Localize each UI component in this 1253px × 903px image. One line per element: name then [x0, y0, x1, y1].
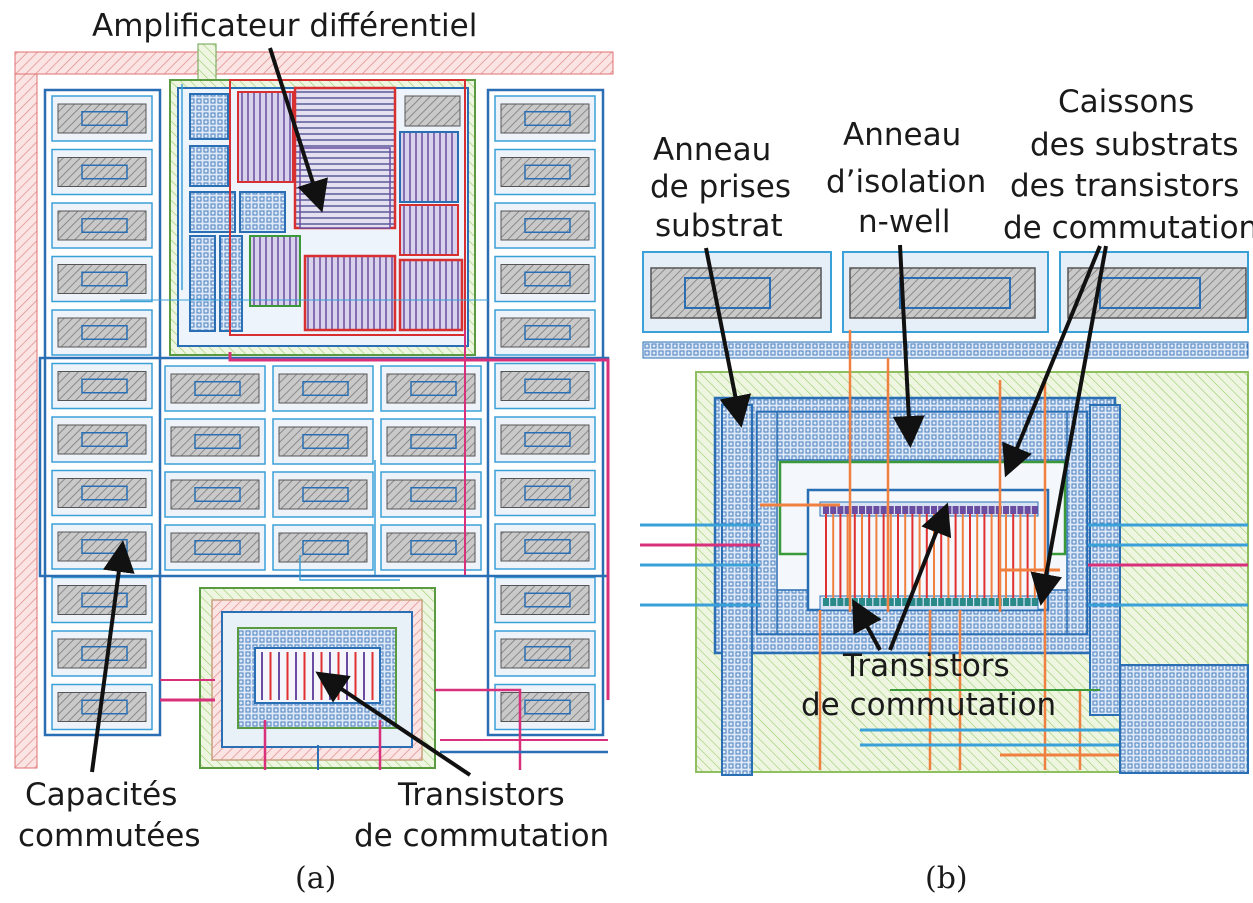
- capacitor-array-left: [51, 95, 153, 731]
- routing-wires-a: [120, 84, 610, 770]
- label-differential-amplifier: Amplificateur différentiel: [92, 8, 477, 44]
- label-substrate-wells-1: Caissons: [1058, 84, 1194, 120]
- label-substrate-ring-3: substrat: [655, 208, 783, 244]
- label-switch-transistors-b-2: de commutation: [801, 687, 1056, 723]
- capacitor-array-right: [494, 95, 596, 731]
- label-isolation-ring-3: n-well: [858, 204, 951, 240]
- label-switch-transistors-a-1: Transistors: [397, 777, 565, 813]
- switch-transistors-block-a: [199, 587, 436, 769]
- label-isolation-ring-1: Anneau: [843, 117, 961, 153]
- label-switch-transistors-b-1: Transistors: [842, 648, 1010, 684]
- differential-amplifier-block: [169, 79, 476, 356]
- label-substrate-wells-4: de commutation: [1003, 210, 1253, 246]
- caption-b: (b): [925, 861, 968, 896]
- label-switched-capacitors-2: commutées: [18, 818, 201, 854]
- label-switch-transistors-a-2: de commutation: [354, 818, 609, 854]
- label-substrate-wells-2: des substrats: [1030, 127, 1239, 163]
- label-isolation-ring-2: d’isolation: [826, 164, 986, 200]
- label-substrate-wells-3: des transistors: [1010, 168, 1239, 204]
- capacitor-array-middle: [164, 365, 482, 571]
- label-switched-capacitors-1: Capacités: [25, 777, 177, 813]
- panel-b-labels: Anneau de prises substrat Anneau d’isola…: [650, 84, 1253, 896]
- label-substrate-ring-1: Anneau: [653, 132, 771, 168]
- caption-a: (a): [295, 861, 336, 896]
- panel-a-layout: [14, 43, 614, 770]
- label-substrate-ring-2: de prises: [650, 169, 791, 205]
- panel-a-labels: Amplificateur différentiel Capacités com…: [18, 8, 609, 896]
